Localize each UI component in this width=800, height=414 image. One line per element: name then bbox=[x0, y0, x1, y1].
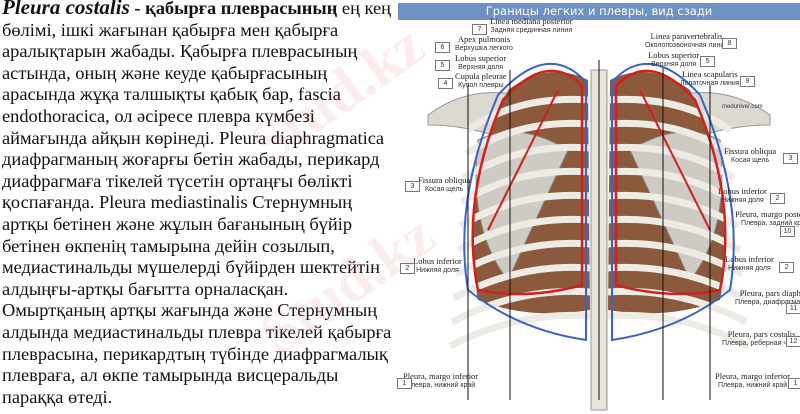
label-russian: Верхушка легкого bbox=[455, 45, 513, 52]
paragraph-1-body: ең кең бөлімі, ішкі жағынан қабырға мен … bbox=[2, 0, 392, 299]
label-latin: Cupula pleurae bbox=[455, 71, 507, 81]
reference-lines bbox=[467, 60, 711, 400]
label-latin: Lobus inferior bbox=[718, 186, 767, 196]
label-number: 11 bbox=[786, 303, 800, 314]
label-russian: Задняя срединная линия bbox=[490, 27, 573, 34]
label-number: 8 bbox=[722, 38, 737, 49]
label-russian: Плевра, реберная часть bbox=[722, 340, 800, 347]
label-latin: Pleura, margo posterior bbox=[735, 209, 800, 219]
label-russian: Плевра, нижний край bbox=[717, 382, 788, 389]
label-latin: Lobus superior bbox=[648, 50, 700, 60]
rib bbox=[464, 119, 591, 157]
label-russian: Плевра, диафрагмальная часть bbox=[735, 299, 800, 306]
label-number: 5 bbox=[435, 60, 450, 71]
lung-border-left bbox=[471, 69, 584, 296]
rib bbox=[462, 143, 591, 181]
label-latin: Fissura obliqua bbox=[724, 146, 777, 156]
document-text: Pleura costalis - қабырға плеврасының ең… bbox=[2, 0, 398, 408]
label-latin: Lobus inferior bbox=[413, 256, 462, 266]
label-russian: Нижняя доля bbox=[721, 197, 764, 204]
label-latin: Linea mediana posterior bbox=[490, 16, 573, 26]
label-number: 3 bbox=[783, 153, 798, 164]
pleura-border-left bbox=[463, 62, 587, 342]
rib bbox=[607, 119, 734, 157]
meduniver-logo: meduniver.com bbox=[722, 104, 763, 110]
label-number: 7 bbox=[472, 24, 487, 35]
label-number: 6 bbox=[435, 42, 450, 53]
rib bbox=[607, 287, 748, 326]
label-latin: Lobus inferior bbox=[725, 254, 774, 264]
label-russian: Плевра, нижний край bbox=[405, 382, 476, 389]
pleura-border-right bbox=[611, 62, 735, 342]
ribs bbox=[448, 95, 750, 350]
rib bbox=[607, 143, 736, 181]
label-latin: Linea scapularis bbox=[682, 69, 738, 79]
anatomy-illustration bbox=[427, 60, 771, 411]
label-number: 5 bbox=[700, 56, 715, 67]
label-latin: Pleura, margo inferior bbox=[403, 371, 479, 381]
label-number: 4 bbox=[438, 78, 453, 89]
figure-label: Pleura, pars diaphragmaticaПлевра, диафр… bbox=[735, 289, 800, 307]
figure-label: Pleura, margo posteriorПлевра, задний кр… bbox=[735, 210, 800, 228]
fissure-right bbox=[639, 89, 711, 231]
label-number: 9 bbox=[740, 76, 755, 87]
label-russian: Нижняя доля bbox=[416, 267, 459, 274]
label-russian: Околопозвоночная линия bbox=[645, 42, 729, 49]
lead-dash: - bbox=[129, 0, 146, 18]
figure-title: Границы легких и плевры, вид сзади bbox=[398, 3, 800, 20]
label-russian: Верхняя доля bbox=[651, 61, 697, 68]
rib bbox=[456, 215, 591, 254]
label-russian: Плевра, задний край bbox=[740, 220, 800, 227]
rib bbox=[454, 239, 591, 278]
fissure-left bbox=[487, 89, 559, 231]
label-number: 12 bbox=[786, 336, 800, 347]
label-latin: Fissura obliqua bbox=[418, 175, 471, 185]
rib bbox=[607, 239, 744, 278]
label-latin: Lobus superior bbox=[455, 53, 507, 63]
label-latin: Pleura, pars costalis bbox=[727, 329, 796, 339]
label-latin: Pleura, pars diaphragmatica bbox=[739, 288, 800, 298]
label-latin: Pleura, margo inferior bbox=[715, 371, 791, 381]
label-latin: Apex pulmonis bbox=[457, 34, 511, 44]
label-russian: Верхняя доля bbox=[458, 64, 504, 71]
label-number: 2 bbox=[770, 193, 785, 204]
label-number: 3 bbox=[405, 181, 420, 192]
label-latin: Linea paravertebralis bbox=[650, 31, 723, 41]
label-russian: Нижняя доля bbox=[728, 265, 771, 272]
label-number: 2 bbox=[400, 263, 415, 274]
label-number: 10 bbox=[780, 226, 795, 237]
lead-bold: қабырға плеврасының bbox=[145, 0, 338, 18]
label-number: 1 bbox=[788, 378, 800, 389]
label-russian: Купол плевры bbox=[458, 82, 504, 89]
paragraph-1: Pleura costalis - қабырға плеврасының ең… bbox=[2, 0, 398, 300]
rib bbox=[607, 95, 733, 133]
rib bbox=[450, 287, 591, 326]
rib bbox=[465, 95, 591, 133]
lead-term: Pleura costalis bbox=[2, 0, 130, 19]
label-russian: Косая щель bbox=[731, 157, 770, 164]
label-number: 1 bbox=[397, 378, 412, 389]
label-russian: Лопаточная линия bbox=[680, 80, 740, 87]
rib bbox=[448, 311, 591, 350]
label-russian: Косая щель bbox=[425, 186, 464, 193]
rib bbox=[607, 215, 742, 254]
paragraph-2: Омыртқаның артқы жағында және Стернумның… bbox=[2, 300, 392, 407]
label-number: 2 bbox=[779, 262, 794, 273]
lung-border-right bbox=[614, 69, 727, 296]
